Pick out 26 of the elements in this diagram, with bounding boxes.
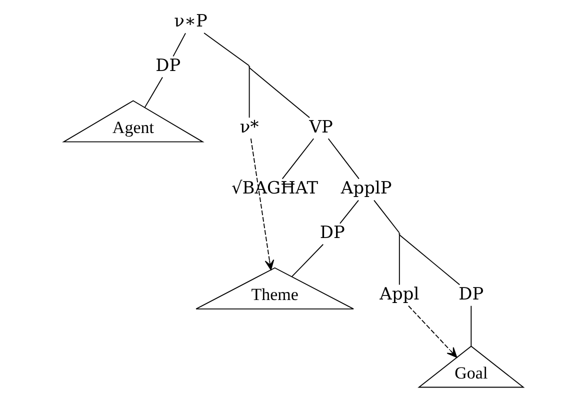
connector xyxy=(328,138,360,180)
connector xyxy=(340,200,359,224)
node-text: Appl xyxy=(380,284,420,304)
connector xyxy=(470,305,472,346)
node-text: ν∗P xyxy=(174,12,208,32)
connector xyxy=(248,67,250,118)
node-point xyxy=(398,233,400,235)
node-text: ApplP xyxy=(340,178,392,199)
connector xyxy=(374,200,400,234)
node-text: ν* xyxy=(240,117,259,138)
connector xyxy=(172,32,186,57)
connector xyxy=(282,138,314,180)
connector xyxy=(398,234,400,286)
connector xyxy=(398,234,460,286)
node-text: DP xyxy=(156,56,181,76)
arrow xyxy=(250,138,274,270)
connector xyxy=(248,67,310,118)
connector xyxy=(204,32,250,66)
node-text: √BAGĦAT xyxy=(231,178,318,199)
connector xyxy=(144,76,163,108)
node-text: DP xyxy=(458,284,484,304)
connector xyxy=(291,244,324,278)
node-text: DP xyxy=(320,223,345,244)
arrow xyxy=(408,305,458,358)
node-point xyxy=(248,66,250,68)
node-text: VP xyxy=(309,117,333,138)
